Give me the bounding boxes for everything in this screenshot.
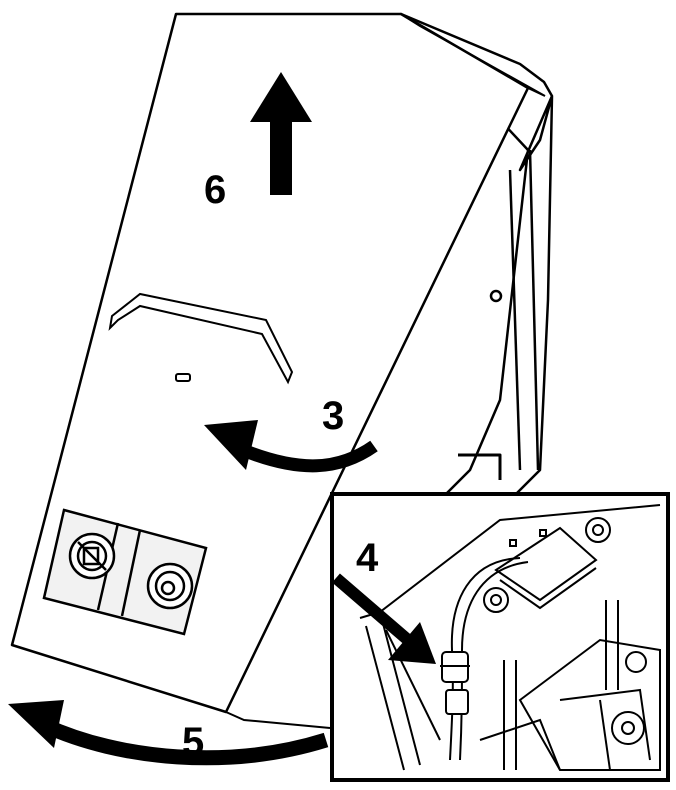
curved-arrow-large-left-icon <box>8 700 329 766</box>
curved-arrow-left-icon <box>204 420 378 473</box>
handle-recess <box>108 292 294 385</box>
arrow-diagonal-icon <box>332 573 436 664</box>
inset-detail-view <box>330 492 670 782</box>
step-5-label: 5 <box>182 720 205 764</box>
arrow-up-icon <box>250 72 312 195</box>
socket-panel <box>42 508 208 636</box>
step-6-label: 6 <box>204 168 227 212</box>
step-3-label: 3 <box>322 394 345 438</box>
step-4-label: 4 <box>356 536 379 580</box>
enclosure-side <box>399 12 554 512</box>
slot <box>175 373 191 382</box>
